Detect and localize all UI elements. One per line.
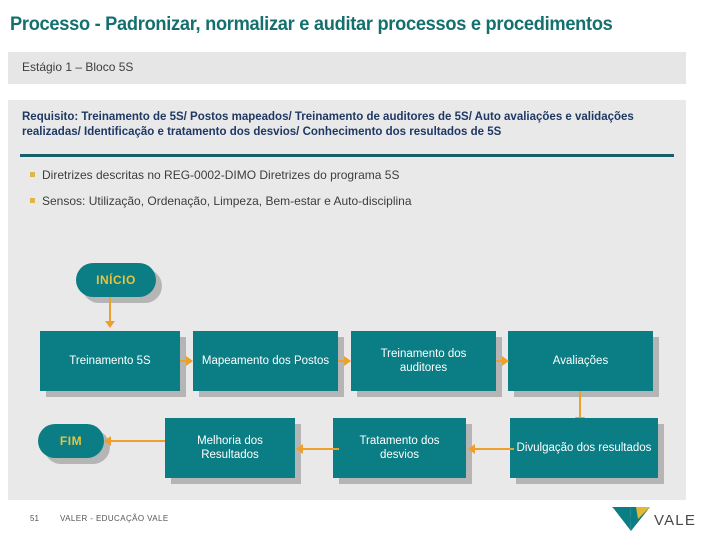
bullet-square-icon — [30, 172, 35, 177]
arrowhead-right-icon — [186, 356, 193, 366]
page-number: 51 — [30, 514, 39, 523]
connector-r2-2 — [302, 448, 339, 450]
arrowhead-left-icon — [104, 436, 111, 446]
footer-org-label: VALER - EDUCAÇÃO VALE — [60, 514, 169, 523]
flowchart: INÍCIO Treinamento 5S Mapeamento dos Pos… — [8, 100, 686, 500]
flow-node-inicio[interactable]: INÍCIO — [76, 263, 162, 303]
bullet-label: Diretrizes descritas no REG-0002-DIMO Di… — [42, 168, 400, 182]
connector-r1-2 — [338, 360, 345, 362]
flow-node-treinamento-5s[interactable]: Treinamento 5S — [40, 331, 186, 397]
vale-wordmark: VALE — [654, 512, 697, 529]
content-panel: Requisito: Treinamento de 5S/ Postos map… — [8, 100, 686, 500]
connector-r2-3 — [474, 448, 514, 450]
stage-bar: Estágio 1 – Bloco 5S — [8, 52, 686, 84]
node-label: Melhoria dos Resultados — [165, 418, 295, 478]
connector-inicio-to-treinamento — [109, 297, 111, 323]
bullet-item: Diretrizes descritas no REG-0002-DIMO Di… — [30, 168, 399, 182]
flow-node-treinamento-auditores[interactable]: Treinamento dos auditores — [351, 331, 502, 397]
node-label: Tratamento dos desvios — [333, 418, 466, 478]
stage-label: Estágio 1 – Bloco 5S — [22, 60, 134, 74]
flow-node-melhoria-resultados[interactable]: Melhoria dos Resultados — [165, 418, 301, 484]
requisito-text: Requisito: Treinamento de 5S/ Postos map… — [22, 111, 634, 138]
connector-r2-1 — [110, 440, 165, 442]
bullet-item: Sensos: Utilização, Ordenação, Limpeza, … — [30, 194, 412, 208]
node-label: Divulgação dos resultados — [510, 418, 658, 478]
node-label: FIM — [38, 424, 104, 458]
bullet-square-icon — [30, 198, 35, 203]
flow-node-avaliacoes[interactable]: Avaliações — [508, 331, 659, 397]
arrowhead-left-icon — [468, 444, 475, 454]
node-label: Treinamento dos auditores — [351, 331, 496, 391]
arrowhead-down-icon — [105, 321, 115, 328]
section-divider — [20, 154, 674, 157]
arrowhead-left-icon — [296, 444, 303, 454]
arrowhead-right-icon — [502, 356, 509, 366]
flow-node-fim[interactable]: FIM — [38, 424, 110, 464]
flow-node-tratamento-desvios[interactable]: Tratamento dos desvios — [333, 418, 472, 484]
page-title: Processo - Padronizar, normalizar e audi… — [10, 14, 613, 35]
flow-node-divulgacao-resultados[interactable]: Divulgação dos resultados — [510, 418, 664, 484]
vale-logo: VALE — [612, 505, 712, 535]
vale-v-icon — [612, 507, 650, 531]
node-label: Treinamento 5S — [40, 331, 180, 391]
node-label: Avaliações — [508, 331, 653, 391]
connector-r1-3 — [496, 360, 503, 362]
connector-r1-1 — [180, 360, 187, 362]
arrowhead-right-icon — [344, 356, 351, 366]
flow-node-mapeamento-postos[interactable]: Mapeamento dos Postos — [193, 331, 344, 397]
connector-avaliacoes-to-divulgacao — [579, 391, 581, 419]
node-label: INÍCIO — [76, 263, 156, 297]
node-label: Mapeamento dos Postos — [193, 331, 338, 391]
bullet-label: Sensos: Utilização, Ordenação, Limpeza, … — [42, 194, 412, 208]
